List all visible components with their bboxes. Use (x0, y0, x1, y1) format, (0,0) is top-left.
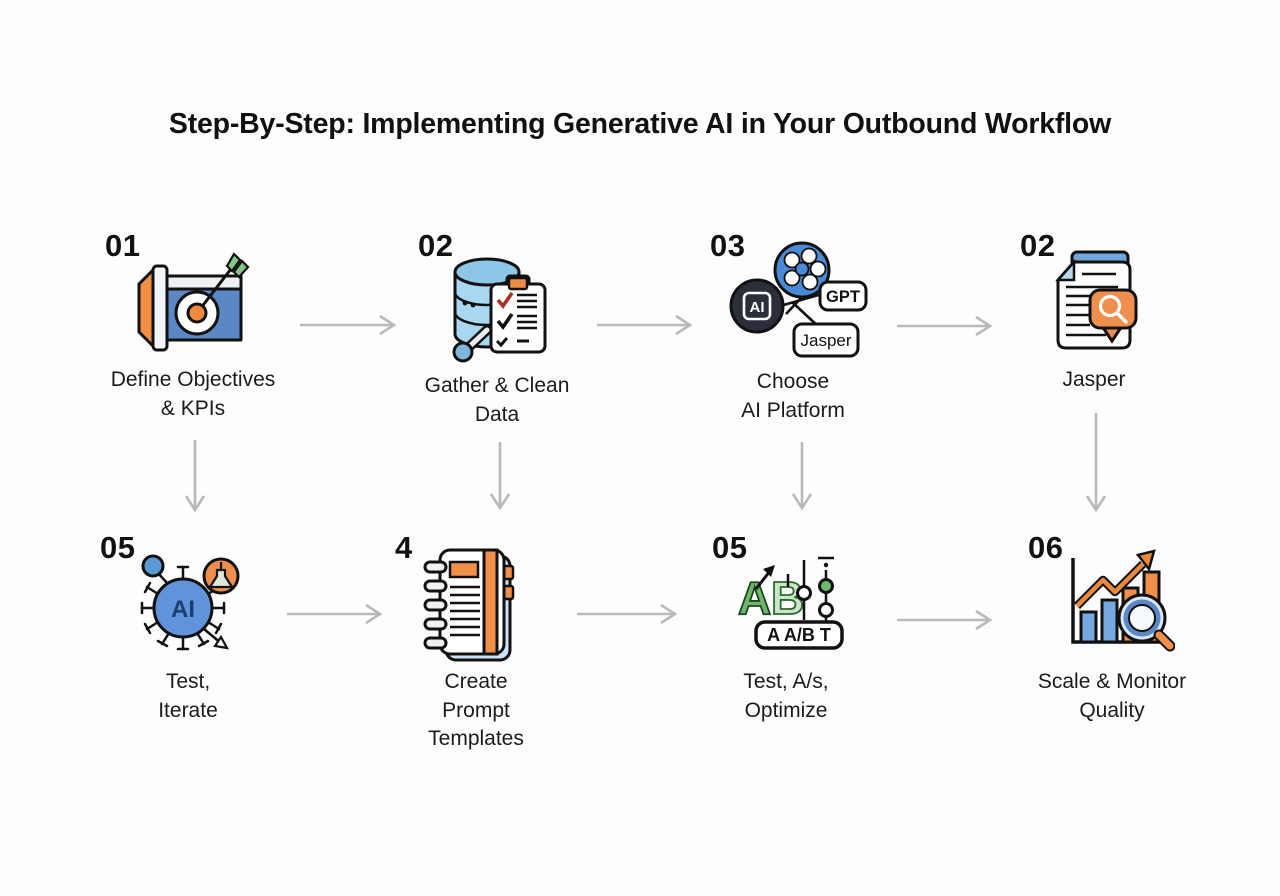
step-number: 02 (1020, 228, 1056, 263)
document-search-icon (1055, 250, 1138, 350)
ai-platform-network-icon: AI GPT Jasper (729, 241, 868, 358)
notebook-templates-icon (423, 548, 515, 662)
arrow-down-3 (791, 442, 813, 511)
step-number: 05 (712, 530, 748, 565)
arrow-right-5-to-6 (287, 603, 383, 625)
arrow-down-2 (489, 442, 511, 511)
step-number: 06 (1028, 530, 1064, 565)
step-label: Test, Iterate (158, 670, 218, 722)
arrow-right-6-to-7 (577, 603, 678, 625)
arrow-down-1 (184, 440, 206, 513)
ai-core-label: AI (171, 596, 195, 623)
step-label: Test, A/s, Optimize (743, 670, 829, 722)
step-label: Create Prompt Templates (428, 670, 524, 750)
arrow-right-1-to-2 (300, 314, 397, 336)
ai-chip-label: AI (750, 299, 765, 316)
step-label: Define Objectives & KPIs (110, 368, 276, 420)
arrow-down-4 (1085, 413, 1107, 513)
database-checklist-icon (452, 257, 547, 363)
step-label: Jasper (1062, 368, 1126, 391)
step-label: Gather & Clean Data (424, 374, 570, 426)
step-label: Scale & Monitor Quality (1037, 670, 1187, 722)
arrow-right-3-to-4 (897, 315, 993, 337)
gpt-label: GPT (826, 288, 860, 306)
step-number: 02 (418, 228, 454, 263)
target-arrow-icon (137, 252, 250, 352)
variant-row-label: A A/B T (767, 625, 831, 645)
jasper-label: Jasper (800, 331, 851, 350)
arrow-right-7-to-8 (897, 609, 993, 631)
arrow-right-2-to-3 (597, 314, 693, 336)
growth-chart-search-icon (1071, 549, 1175, 652)
step-number: 01 (105, 228, 141, 263)
ab-test-icon: A B A A/B T (737, 556, 844, 650)
step-number: 4 (395, 530, 413, 565)
ab-letter-a: A (738, 572, 771, 624)
step-number: 05 (100, 530, 136, 565)
step-label: Choose AI Platform (741, 370, 845, 422)
ai-test-icon: AI (140, 554, 240, 651)
page-title: Step-By-Step: Implementing Generative AI… (168, 108, 1112, 140)
step-number: 03 (710, 228, 746, 263)
